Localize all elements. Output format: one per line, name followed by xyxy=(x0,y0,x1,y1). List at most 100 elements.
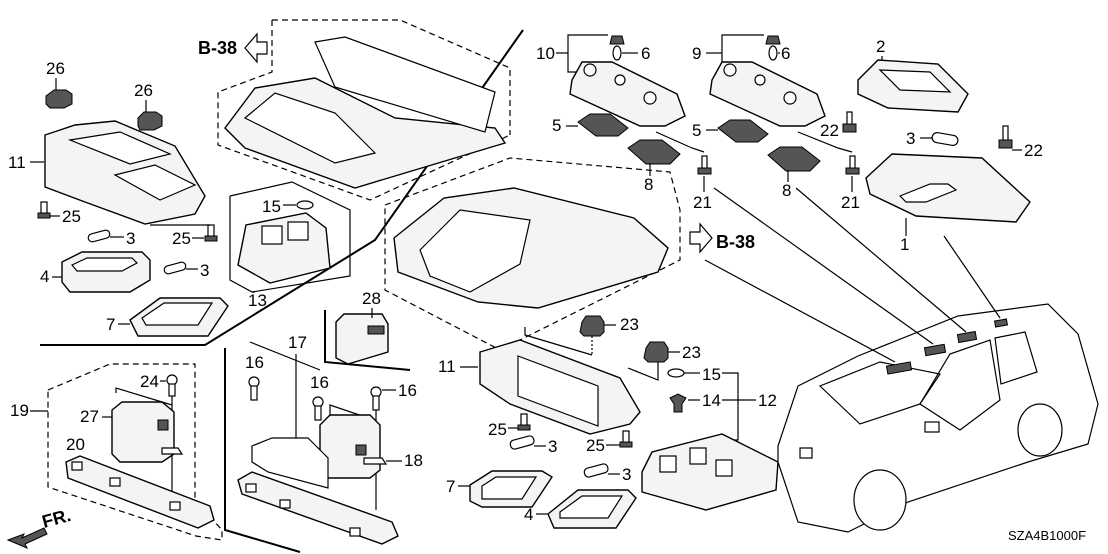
callout-3a[interactable]: 3 xyxy=(126,229,135,248)
part-8-grille-b[interactable] xyxy=(767,146,821,172)
part-18-unit[interactable] xyxy=(319,414,388,479)
callout-20[interactable]: 20 xyxy=(66,435,85,454)
callout-16b[interactable]: 16 xyxy=(310,373,329,392)
part-16-screw-a[interactable] xyxy=(248,376,260,401)
callout-10[interactable]: 10 xyxy=(536,44,555,63)
part-25-screw-d[interactable] xyxy=(619,430,633,448)
callout-3c[interactable]: 3 xyxy=(906,129,915,148)
part-23-cap-a[interactable] xyxy=(579,315,605,337)
callout-1[interactable]: 1 xyxy=(900,235,909,254)
callout-21a[interactable]: 21 xyxy=(693,193,712,212)
callout-5a[interactable]: 5 xyxy=(552,116,561,135)
callout-22b[interactable]: 22 xyxy=(1024,141,1043,160)
callout-4b[interactable]: 4 xyxy=(524,505,533,524)
callout-7b[interactable]: 7 xyxy=(446,477,455,496)
callout-11a[interactable]: 11 xyxy=(8,153,26,172)
part-9-rear-lamp[interactable] xyxy=(709,61,826,127)
callout-23b[interactable]: 23 xyxy=(682,343,701,362)
part-22-screw-a[interactable] xyxy=(842,111,857,133)
part-16-screw-b[interactable] xyxy=(312,396,324,421)
callout-25c[interactable]: 25 xyxy=(488,420,507,439)
part-3-bulb-b[interactable] xyxy=(163,261,187,275)
callout-15b[interactable]: 15 xyxy=(702,365,721,384)
callout-13[interactable]: 13 xyxy=(248,291,267,310)
part-3-bulb-e[interactable] xyxy=(583,463,609,478)
part-16-screw-c[interactable] xyxy=(370,386,382,411)
part-25-screw-c[interactable] xyxy=(517,413,531,431)
callout-27[interactable]: 27 xyxy=(80,407,99,426)
part-25-screw-a[interactable] xyxy=(37,201,51,219)
reference-b38-right[interactable]: B-38 xyxy=(689,222,755,254)
callout-25d[interactable]: 25 xyxy=(586,436,605,455)
part-3-bulb-c[interactable] xyxy=(931,132,959,146)
part-28-unit[interactable] xyxy=(335,313,389,365)
callout-6a[interactable]: 6 xyxy=(641,44,650,63)
part-5-grille-a[interactable] xyxy=(577,113,629,137)
callout-22a[interactable]: 22 xyxy=(820,121,839,140)
ref-label-b38-left[interactable]: B-38 xyxy=(198,38,237,58)
callout-3e[interactable]: 3 xyxy=(622,465,631,484)
part-21-screw-a[interactable] xyxy=(697,155,712,175)
callout-5b[interactable]: 5 xyxy=(692,121,701,140)
callout-8b[interactable]: 8 xyxy=(782,181,791,200)
callout-2[interactable]: 2 xyxy=(876,37,885,56)
part-3-bulb-d[interactable] xyxy=(509,435,535,450)
part-7-lens-center[interactable] xyxy=(469,470,553,508)
part-5-grille-b[interactable] xyxy=(717,119,769,143)
callout-25a[interactable]: 25 xyxy=(62,207,81,226)
part-21-screw-b[interactable] xyxy=(845,155,860,175)
callout-7a[interactable]: 7 xyxy=(106,315,115,334)
callout-11b[interactable]: 11 xyxy=(438,357,456,376)
part-15-o-ring-b[interactable] xyxy=(667,368,685,378)
part-10-rear-lamp[interactable] xyxy=(569,61,686,127)
callout-16c[interactable]: 16 xyxy=(398,381,417,400)
callout-12[interactable]: 12 xyxy=(758,391,777,410)
callout-19[interactable]: 19 xyxy=(10,401,29,420)
part-roof-console-top[interactable] xyxy=(224,36,507,189)
callout-26a[interactable]: 26 xyxy=(46,59,65,78)
callout-28[interactable]: 28 xyxy=(362,289,381,308)
part-3-bulb-a[interactable] xyxy=(87,229,111,243)
callout-3d[interactable]: 3 xyxy=(548,437,557,456)
callout-6b[interactable]: 6 xyxy=(781,44,790,63)
part-4-lens-left[interactable] xyxy=(61,251,151,293)
callout-26b[interactable]: 26 xyxy=(134,81,153,100)
part-7-lens-left[interactable] xyxy=(129,297,229,337)
part-2-room-lamp-base[interactable] xyxy=(857,59,969,113)
ref-label-b38-right[interactable]: B-38 xyxy=(716,232,755,252)
reference-b38-left[interactable]: B-38 xyxy=(198,32,268,64)
callout-15a[interactable]: 15 xyxy=(262,197,281,216)
part-14-clip[interactable] xyxy=(669,393,687,413)
part-11-map-light-center[interactable] xyxy=(479,339,641,435)
part-8-grille-a[interactable] xyxy=(627,139,681,165)
part-6-bulb-b[interactable] xyxy=(765,35,781,61)
part-26-cap-left[interactable] xyxy=(45,89,73,109)
part-23-cap-b[interactable] xyxy=(643,341,669,363)
part-11-map-light-left[interactable] xyxy=(44,120,206,225)
callout-9[interactable]: 9 xyxy=(692,44,701,63)
part-25-screw-b[interactable] xyxy=(204,224,218,242)
part-1-lens-room-lamp[interactable] xyxy=(865,153,1031,223)
callout-24[interactable]: 24 xyxy=(140,372,159,391)
part-26-cap-right[interactable] xyxy=(137,111,163,131)
part-22-screw-b[interactable] xyxy=(998,125,1013,149)
part-center-roof-console[interactable] xyxy=(393,187,669,309)
part-13-switch-unit[interactable] xyxy=(237,212,331,284)
callout-17[interactable]: 17 xyxy=(288,333,307,352)
callout-16a[interactable]: 16 xyxy=(245,353,264,372)
part-27-unit[interactable] xyxy=(111,401,184,463)
part-17-console-base[interactable] xyxy=(237,437,399,545)
callout-14[interactable]: 14 xyxy=(702,391,721,410)
part-20-console-base[interactable] xyxy=(65,455,215,529)
part-4-lens-center[interactable] xyxy=(547,489,637,529)
callout-23a[interactable]: 23 xyxy=(620,315,639,334)
callout-25b[interactable]: 25 xyxy=(172,229,191,248)
part-6-bulb-a[interactable] xyxy=(609,35,625,61)
callout-4a[interactable]: 4 xyxy=(40,267,49,286)
part-24-screw[interactable] xyxy=(166,374,178,397)
callout-3b[interactable]: 3 xyxy=(200,261,209,280)
callout-18[interactable]: 18 xyxy=(404,451,423,470)
callout-21b[interactable]: 21 xyxy=(841,193,860,212)
part-12-console-assembly[interactable] xyxy=(641,433,779,511)
callout-8a[interactable]: 8 xyxy=(644,175,653,194)
